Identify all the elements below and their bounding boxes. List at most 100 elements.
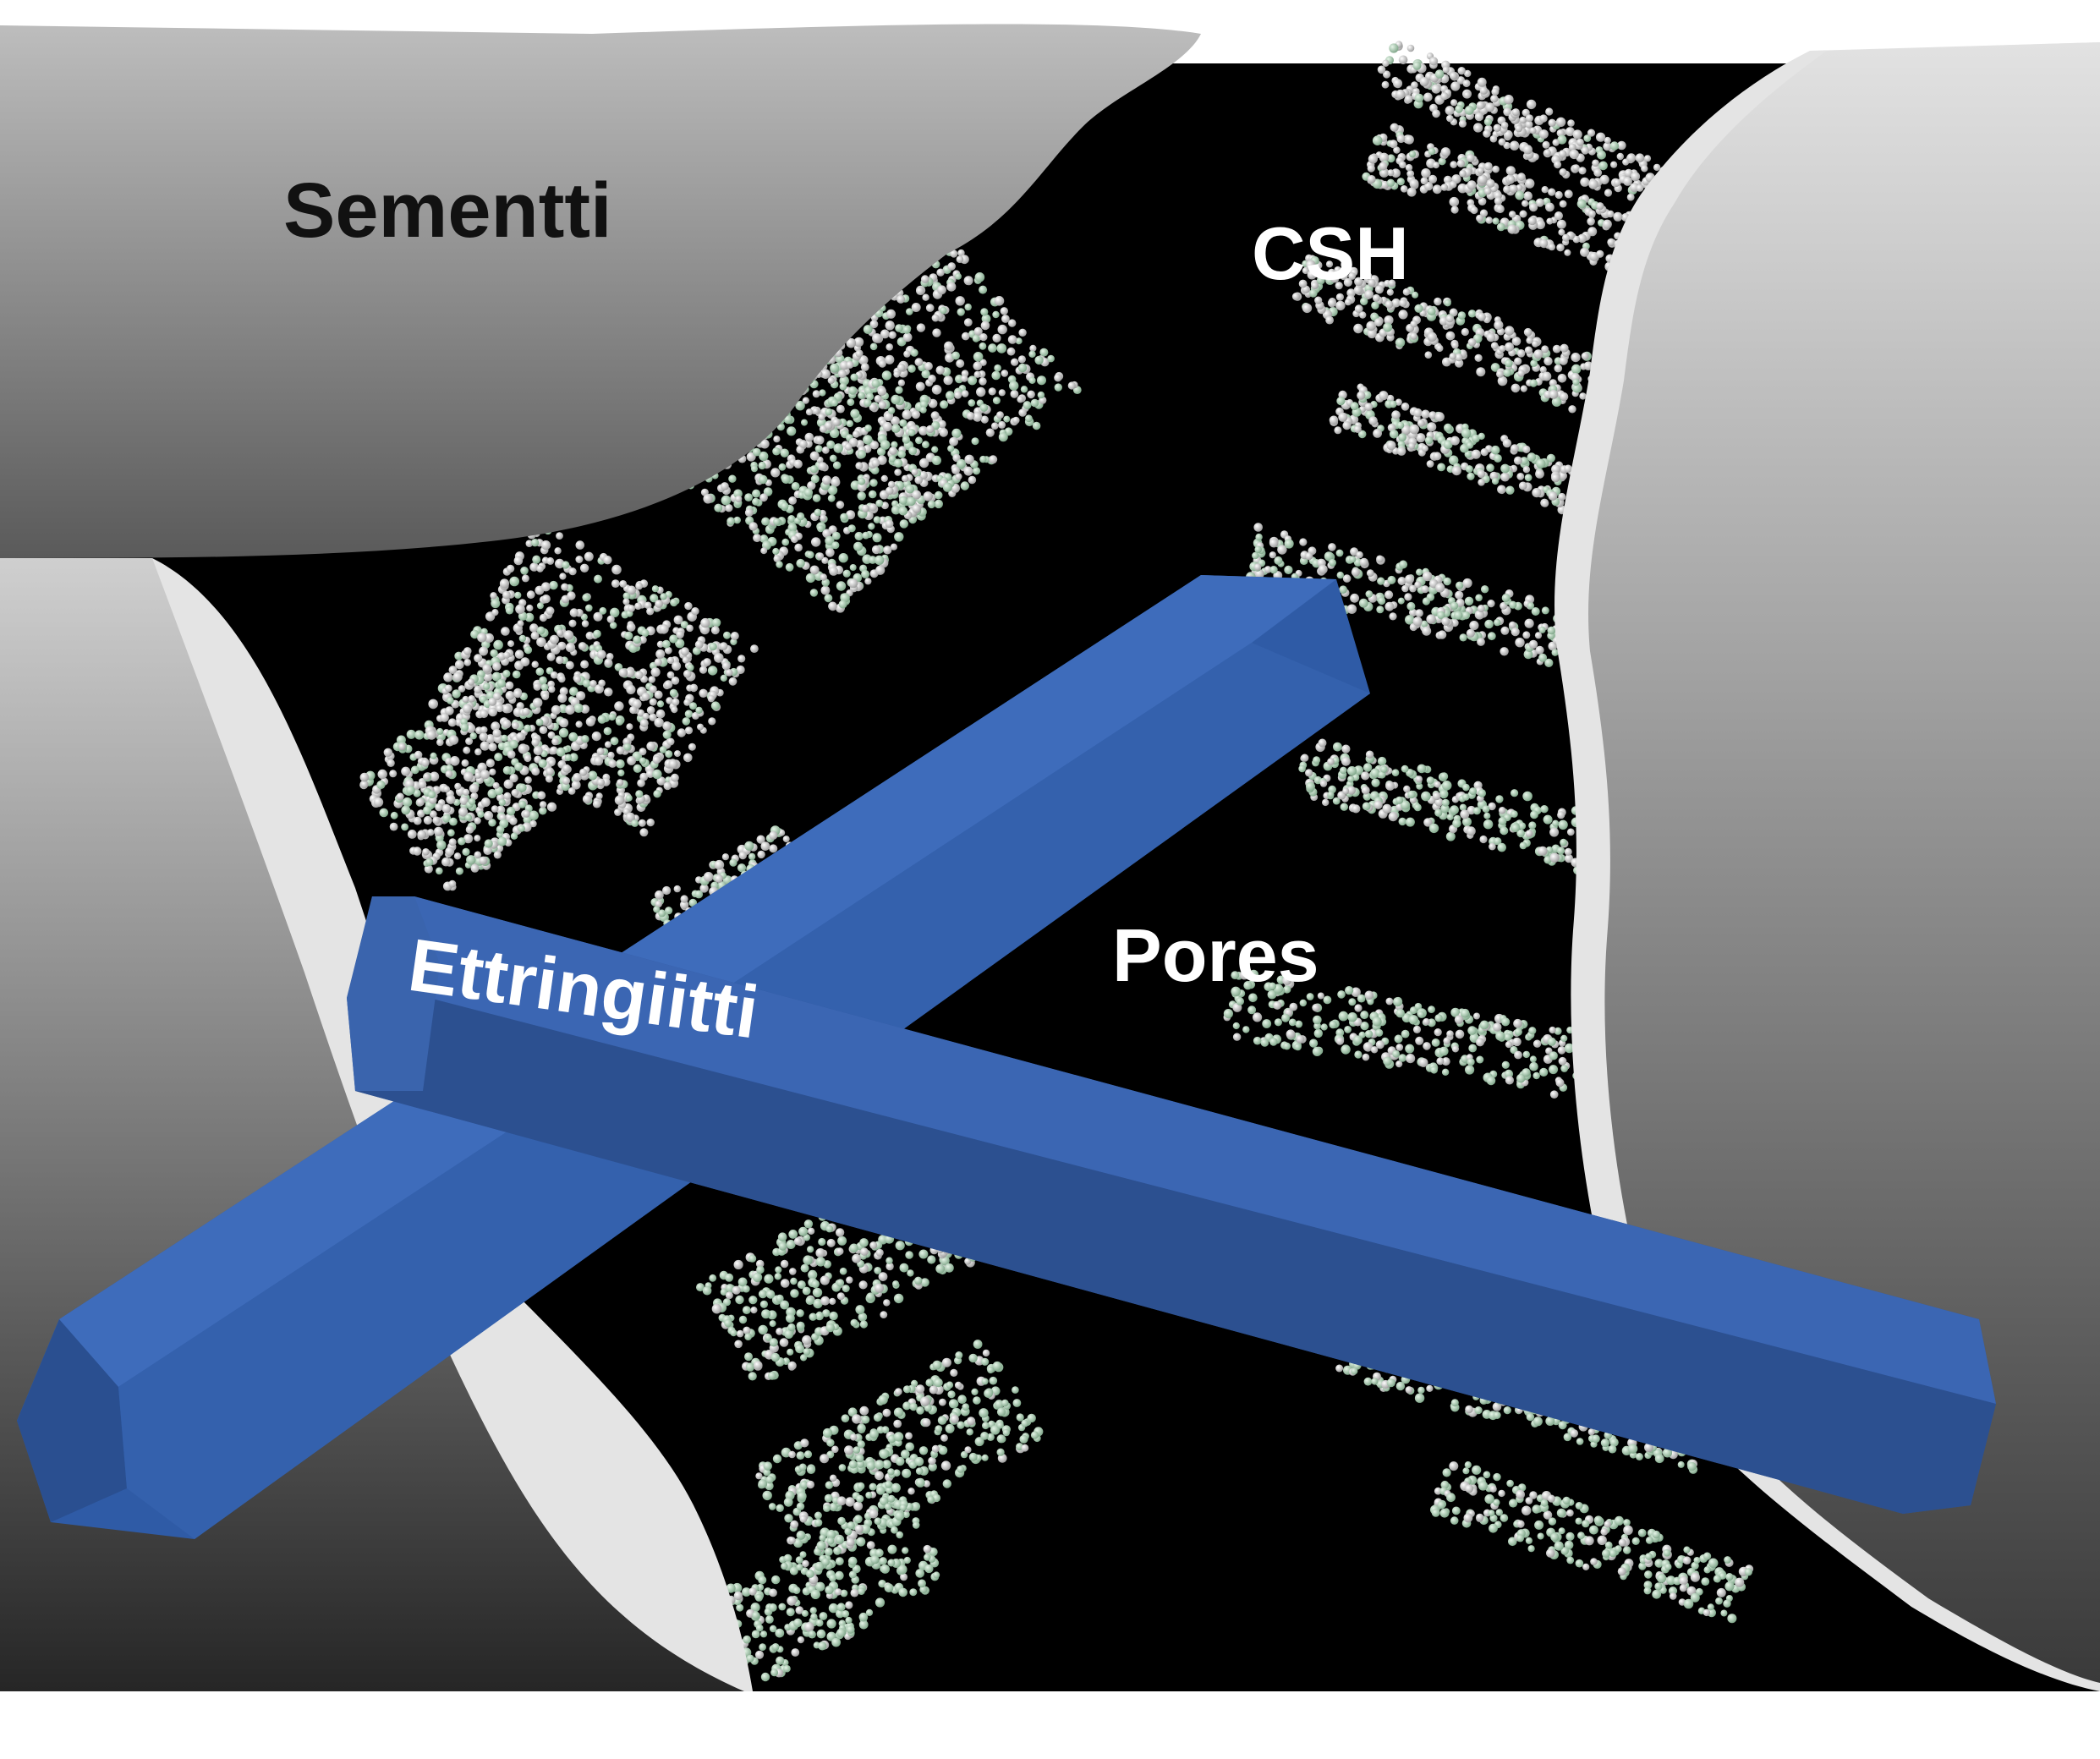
csh-particle xyxy=(873,533,882,542)
csh-particle xyxy=(522,574,529,582)
csh-particle xyxy=(1467,442,1473,449)
csh-particle xyxy=(830,455,837,463)
csh-particle xyxy=(1328,792,1335,798)
csh-particle xyxy=(1645,1553,1653,1560)
csh-particle xyxy=(387,759,394,767)
csh-particle xyxy=(653,756,661,764)
csh-particle xyxy=(626,795,633,802)
csh-particle xyxy=(1461,328,1469,336)
csh-particle xyxy=(1480,86,1489,95)
csh-particle xyxy=(1378,597,1385,605)
csh-particle xyxy=(1357,392,1365,400)
csh-particle xyxy=(1607,238,1615,246)
csh-particle xyxy=(565,704,575,715)
csh-particle xyxy=(531,767,540,775)
csh-particle xyxy=(728,475,736,483)
csh-particle xyxy=(568,732,578,742)
csh-particle xyxy=(807,1246,814,1252)
csh-particle xyxy=(540,614,547,622)
csh-particle xyxy=(1549,1517,1556,1525)
csh-particle xyxy=(594,756,603,765)
csh-particle xyxy=(864,578,871,584)
csh-particle xyxy=(1352,804,1360,813)
csh-particle xyxy=(829,1298,836,1305)
csh-particle xyxy=(1494,197,1503,205)
csh-particle xyxy=(1011,390,1019,398)
csh-particle xyxy=(1435,412,1445,421)
csh-particle xyxy=(994,364,1001,372)
csh-particle xyxy=(872,380,880,388)
csh-particle xyxy=(1450,181,1457,189)
csh-particle xyxy=(1407,188,1417,197)
csh-particle xyxy=(524,646,532,654)
csh-particle xyxy=(540,726,548,734)
csh-particle xyxy=(1557,1509,1566,1518)
csh-particle xyxy=(1289,1019,1297,1027)
csh-particle xyxy=(811,537,820,546)
csh-particle xyxy=(991,371,1001,381)
csh-particle xyxy=(1535,469,1544,479)
csh-particle xyxy=(836,501,845,509)
csh-particle xyxy=(448,718,457,726)
csh-particle xyxy=(664,782,672,791)
csh-particle xyxy=(1422,627,1431,636)
csh-particle xyxy=(888,407,895,414)
csh-particle xyxy=(674,885,681,892)
csh-particle xyxy=(761,841,770,851)
csh-particle xyxy=(1345,299,1352,305)
csh-particle xyxy=(1341,1044,1350,1054)
csh-particle xyxy=(1559,1421,1567,1429)
csh-particle xyxy=(624,632,633,640)
csh-particle xyxy=(992,334,1001,342)
csh-particle xyxy=(1639,1529,1646,1536)
csh-particle xyxy=(1417,1387,1424,1394)
csh-particle xyxy=(1401,765,1409,773)
csh-particle xyxy=(1511,444,1519,452)
csh-particle xyxy=(931,447,938,453)
csh-particle xyxy=(1426,614,1435,623)
csh-particle xyxy=(1524,328,1533,337)
csh-particle xyxy=(493,693,502,701)
csh-particle xyxy=(1520,211,1527,218)
csh-particle xyxy=(894,459,902,468)
csh-particle xyxy=(627,622,636,632)
csh-particle xyxy=(1683,1556,1692,1564)
csh-particle xyxy=(479,647,488,656)
csh-particle xyxy=(1423,597,1430,605)
csh-particle xyxy=(1604,1521,1611,1527)
csh-particle xyxy=(817,552,824,559)
csh-particle xyxy=(1503,369,1511,377)
csh-particle xyxy=(946,391,955,400)
csh-particle xyxy=(1517,173,1526,181)
csh-particle xyxy=(539,677,547,685)
csh-particle xyxy=(806,573,815,583)
csh-particle xyxy=(1516,1534,1524,1542)
csh-particle xyxy=(1684,1599,1694,1609)
csh-particle xyxy=(1438,1501,1446,1510)
csh-particle xyxy=(652,770,661,779)
csh-particle xyxy=(637,779,645,787)
csh-particle xyxy=(1465,597,1473,606)
csh-particle xyxy=(380,808,389,818)
csh-particle xyxy=(1456,582,1463,589)
csh-particle xyxy=(1597,151,1606,160)
csh-particle xyxy=(1644,1587,1652,1595)
csh-particle xyxy=(991,422,999,430)
csh-particle xyxy=(1406,602,1415,611)
csh-particle xyxy=(1499,345,1505,352)
csh-particle xyxy=(1028,377,1035,384)
csh-particle xyxy=(773,518,781,526)
csh-particle xyxy=(423,806,431,814)
csh-particle xyxy=(1543,815,1553,825)
csh-particle xyxy=(541,540,551,550)
csh-particle xyxy=(1255,534,1262,540)
csh-particle xyxy=(1422,445,1428,452)
csh-particle xyxy=(514,592,521,599)
csh-particle xyxy=(1254,563,1261,570)
csh-particle xyxy=(681,895,688,902)
csh-particle xyxy=(836,581,846,590)
csh-particle xyxy=(1594,1515,1603,1524)
csh-particle xyxy=(1664,1564,1671,1570)
csh-particle xyxy=(1359,599,1368,608)
csh-particle xyxy=(1517,370,1525,377)
